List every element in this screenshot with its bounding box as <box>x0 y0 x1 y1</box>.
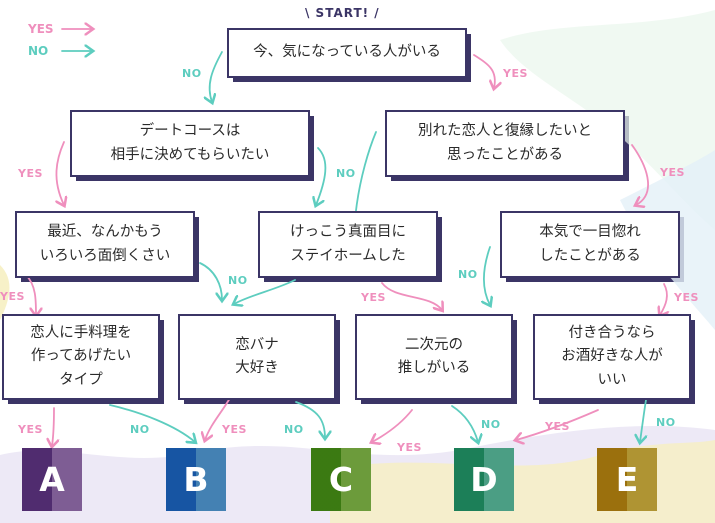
result-c: C <box>311 448 371 511</box>
edge-label-q9-yes: YES <box>397 441 422 454</box>
edge-label-q4-no: NO <box>228 274 248 287</box>
edge-label-q10-no: NO <box>656 416 676 429</box>
result-b-letter: B <box>183 460 209 499</box>
legend-yes-label: YES <box>28 22 54 36</box>
edge-label-q7-yes: YES <box>18 423 43 436</box>
question-3: 別れた恋人と復縁したいと 思ったことがある <box>385 110 629 181</box>
edge-label-q10-yes: YES <box>545 420 570 433</box>
question-8: 恋バナ 大好き <box>178 314 340 404</box>
question-8-text: 恋バナ 大好き <box>235 336 279 376</box>
question-1: 今、気になっている人がいる <box>227 28 471 82</box>
question-3-text: 別れた恋人と復縁したいと 思ったことがある <box>418 123 592 163</box>
edge-label-q8-no: NO <box>284 423 304 436</box>
question-2-text: デートコースは 相手に決めてもらいたい <box>110 123 270 163</box>
question-4: 最近、なんかもう いろいろ面倒くさい <box>15 211 199 282</box>
result-a-letter: A <box>39 460 65 499</box>
edge-label-q8-yes: YES <box>222 423 247 436</box>
question-10: 付き合うなら お酒好きな人が いい <box>533 314 695 404</box>
question-6-text: 本気で一目惚れ したことがある <box>539 224 641 264</box>
edge-label-q4-yes: YES <box>0 290 25 303</box>
edge-label-q3-yes: YES <box>660 166 685 179</box>
question-2: デートコースは 相手に決めてもらいたい <box>70 110 314 181</box>
result-e-letter: E <box>615 460 639 499</box>
question-9: 二次元の 推しがいる <box>355 314 517 404</box>
question-1-text: 今、気になっている人がいる <box>253 44 441 61</box>
edge-label-q6-no: NO <box>458 268 478 281</box>
edge-label-q6-yes: YES <box>674 291 699 304</box>
question-7-text: 恋人に手料理を 作ってあげたい タイプ <box>30 324 132 388</box>
edge-label-q9-no: NO <box>481 418 501 431</box>
edge-label-q5-yes: YES <box>361 291 386 304</box>
result-c-letter: C <box>328 460 354 499</box>
edge-label-q7-no: NO <box>130 423 150 436</box>
legend-no: NO <box>28 44 48 58</box>
result-d: D <box>454 448 514 511</box>
result-a: A <box>22 448 82 511</box>
edge-label-q2-no: NO <box>336 167 356 180</box>
legend-no-label: NO <box>28 44 49 58</box>
question-7: 恋人に手料理を 作ってあげたい タイプ <box>2 314 164 404</box>
legend-yes: YES <box>28 22 54 36</box>
question-10-text: 付き合うなら お酒好きな人が いい <box>561 324 663 388</box>
edge-label-q1-no: NO <box>182 67 202 80</box>
question-5: けっこう真面目に ステイホームした <box>258 211 442 282</box>
edge-label-q1-yes: YES <box>503 67 528 80</box>
question-5-text: けっこう真面目に ステイホームした <box>290 224 406 264</box>
start-label: \ START! / <box>305 6 380 20</box>
question-4-text: 最近、なんかもう いろいろ面倒くさい <box>39 224 171 264</box>
result-e: E <box>597 448 657 511</box>
result-d-letter: D <box>470 460 498 499</box>
result-b: B <box>166 448 226 511</box>
edge-label-q2-yes: YES <box>18 167 43 180</box>
question-9-text: 二次元の 推しがいる <box>397 336 471 376</box>
question-6: 本気で一目惚れ したことがある <box>500 211 684 282</box>
